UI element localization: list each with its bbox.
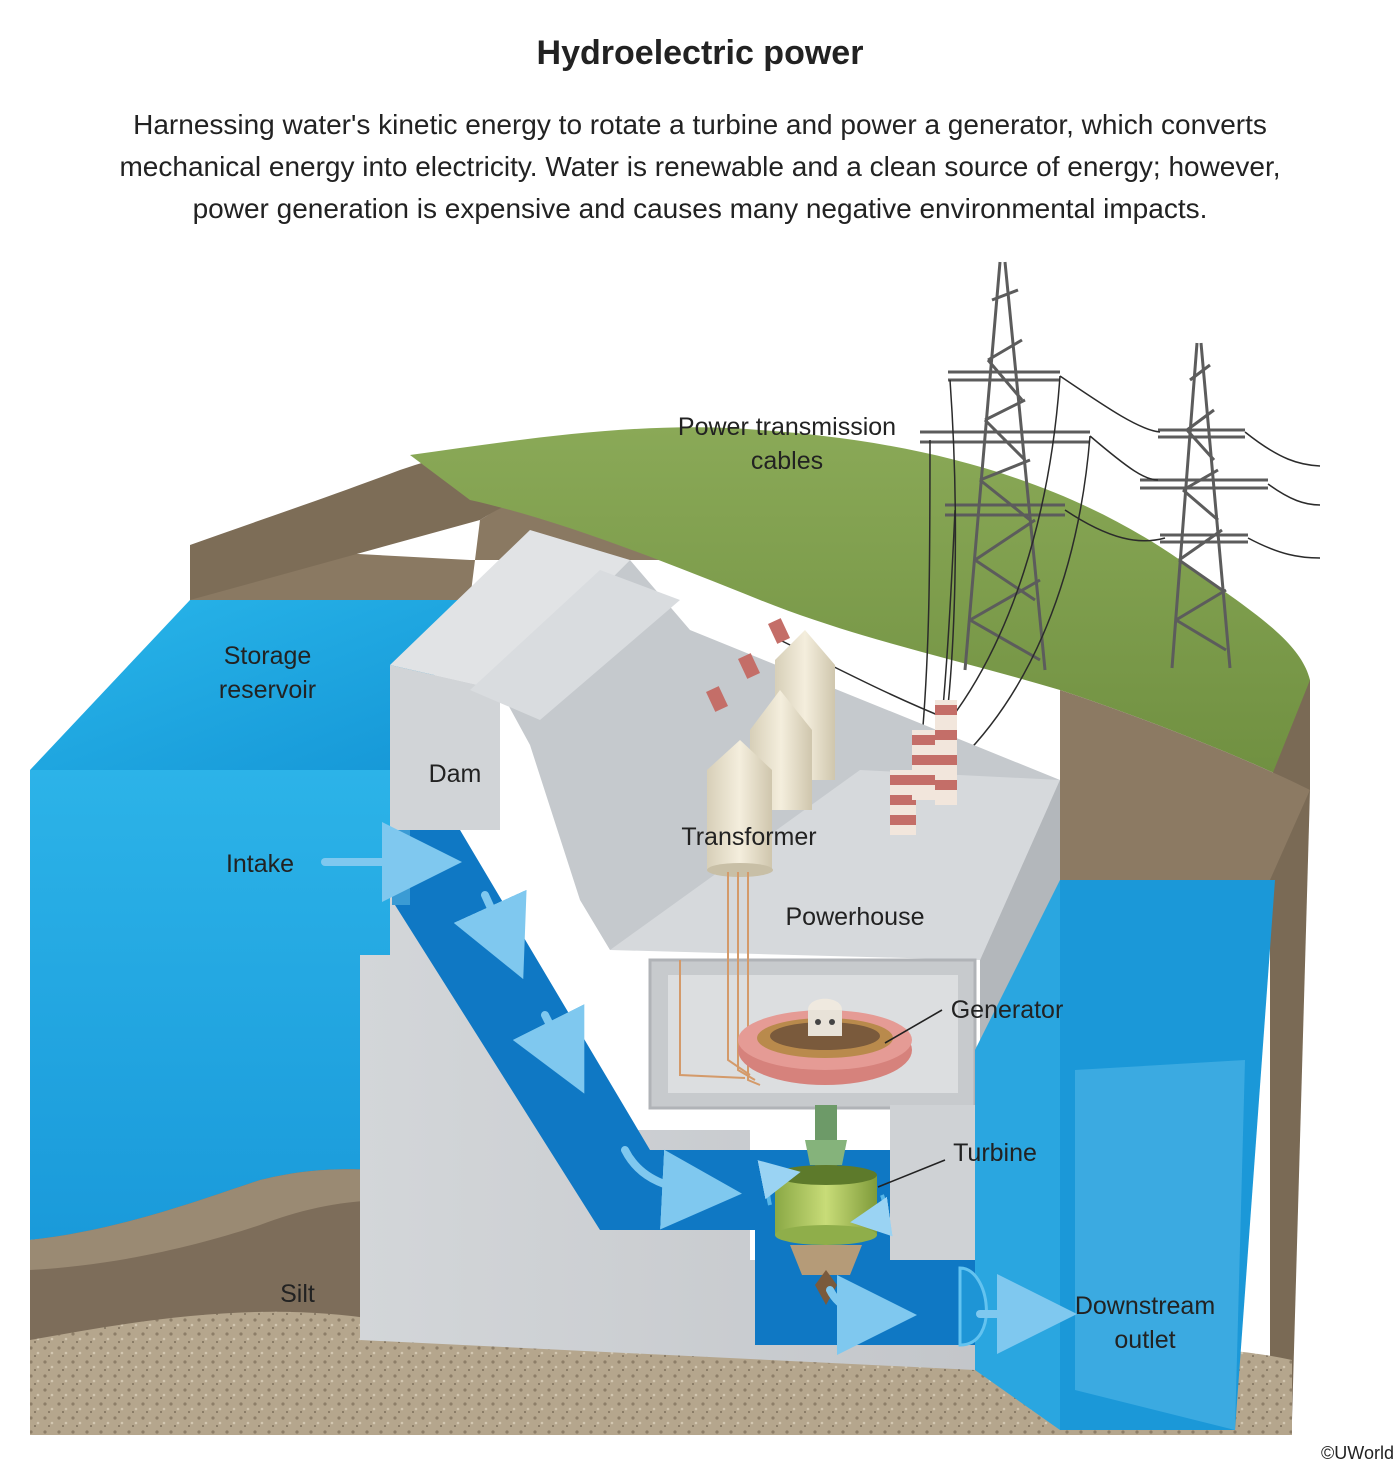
flow-arrows (321, 822, 1077, 1355)
bushing-stacks (890, 700, 957, 835)
dam-front-upper (390, 665, 500, 830)
copyright-notice: ©UWorld (1321, 1443, 1394, 1463)
transmission-tower-small (1140, 342, 1268, 669)
label-turbine: Turbine (953, 1139, 1037, 1167)
generator-unit (738, 998, 912, 1085)
generator-wires (679, 872, 761, 1086)
leader-lines (877, 1009, 946, 1188)
shaft-collar (805, 1140, 847, 1165)
label-powerhouse: Powerhouse (785, 903, 925, 931)
description-line-1: Harnessing water's kinetic energy to rot… (133, 109, 1267, 140)
label-intake: Intake (225, 850, 295, 878)
gravel-ground (30, 1311, 1292, 1435)
label-dam: Dam (428, 760, 482, 788)
turbine-pit (890, 1105, 975, 1260)
label-generator: Generator (950, 996, 1064, 1024)
intake-gate (392, 830, 410, 905)
label-downstream-outlet: Downstream outlet (1074, 1292, 1216, 1354)
reservoir-surface (30, 600, 470, 770)
downstream-wave (1075, 1060, 1245, 1430)
transformer-units (707, 630, 835, 877)
label-power-transmission-cables: Power transmission cables (677, 413, 897, 475)
silt-top (30, 1169, 390, 1270)
label-transformer: Transformer (681, 823, 817, 851)
powerhouse-roof (610, 770, 1060, 960)
soil-top (190, 440, 720, 600)
green-hillside (410, 427, 1310, 790)
description-line-2: mechanical energy into electricity. Wate… (119, 151, 1281, 182)
transmission-tower-large (920, 261, 1090, 671)
diagram-description: Harnessing water's kinetic energy to rot… (20, 104, 1380, 230)
dam-top (390, 530, 630, 690)
description-line-3: power generation is expensive and causes… (192, 193, 1208, 224)
label-silt: Silt (280, 1280, 315, 1308)
diagram-title: Hydroelectric power (536, 34, 864, 72)
turbine-rotation-arrows (757, 1160, 893, 1237)
reservoir-front (30, 770, 390, 1240)
transformer-insulators (706, 618, 790, 712)
dam-step (470, 570, 680, 720)
label-storage-reservoir: Storage reservoir (218, 642, 317, 704)
hill-right-cliff (1270, 680, 1310, 1420)
hill-brown-side (1060, 690, 1310, 880)
